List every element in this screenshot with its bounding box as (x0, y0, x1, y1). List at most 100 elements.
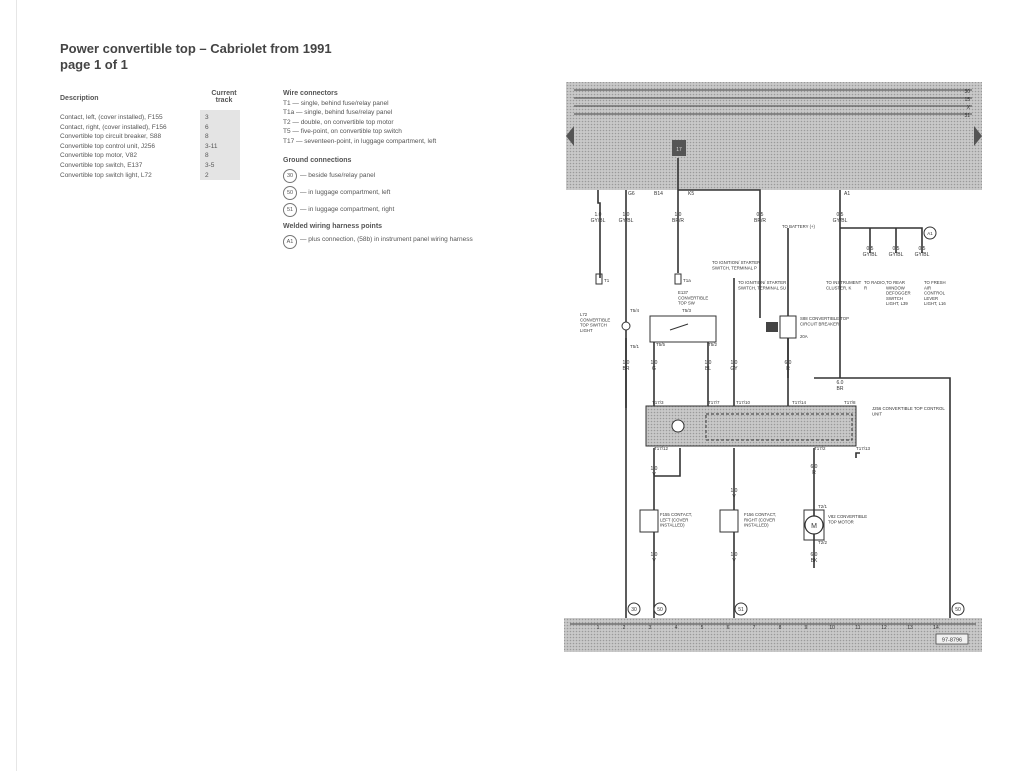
component-note: R (864, 285, 867, 290)
wire-label: BR/R (754, 218, 766, 224)
component-note: TOP SWITCH (580, 323, 607, 328)
connector-label: T17/10 (736, 400, 751, 405)
component-note: J256 CONVERTIBLE TOP CONTROL (872, 406, 945, 411)
component-note: WINDOW (886, 285, 906, 290)
bus-label: 30 (964, 89, 970, 95)
track-number: 6 (727, 625, 730, 631)
switch-contact (669, 323, 689, 331)
wire (855, 452, 860, 458)
component-note: TO BATTERY (+) (782, 224, 816, 229)
track-column-shade (200, 110, 240, 180)
wire-label: 0.5 (757, 212, 764, 218)
component-note: 20A (800, 334, 808, 339)
wire-connector-item: T1 — single, behind fuse/relay panel (283, 99, 389, 107)
component-note: TO INSTRUMENT (826, 280, 862, 285)
connector-label: T1 (604, 278, 610, 283)
wire-labels: 1.0GY/BL1.0GY/BL1.0BR/R0.5BR/R0.5GY/BL0.… (591, 212, 930, 564)
component-note: LIGHT (580, 328, 593, 333)
component-note: CLUSTER, K (826, 285, 851, 290)
wire-label: R (812, 470, 816, 476)
track-value: 3-5 (205, 161, 215, 169)
track-number: 9 (805, 625, 808, 631)
component-note: E137 (678, 290, 689, 295)
track-value: 2 (205, 171, 209, 179)
connector-label: T17/8 (844, 400, 856, 405)
ground-bar (564, 618, 982, 652)
component-notes: TO BATTERY (+) TO IGNITION/ STARTER SWITCH… (580, 224, 946, 528)
connector-label: T2/2 (818, 540, 828, 545)
page-edge (16, 0, 17, 771)
component-note: INSTALLED) (744, 523, 769, 528)
description-header: Description (60, 95, 99, 102)
diagram-id-box (935, 633, 969, 645)
component-note: UNIT (872, 411, 882, 416)
track-number: 5 (701, 625, 704, 631)
bus-label: 31 (964, 113, 970, 119)
wire-label: V (732, 494, 736, 500)
motor-housing (803, 509, 825, 541)
track-header-line-1: Current (211, 90, 237, 97)
wire-label: G (652, 366, 656, 372)
fuse-relay-panel (566, 82, 982, 190)
wire-label: 0.5 (867, 246, 874, 252)
wire-label: 6.0 (811, 552, 818, 558)
title-line-2: page 1 of 1 (60, 57, 128, 72)
weld-number: A1 (283, 234, 297, 249)
ground-marker (951, 602, 965, 616)
track-number: 12 (881, 625, 887, 631)
panel-terminal: B14 (654, 191, 663, 197)
wire-label: 1.0 (675, 212, 682, 218)
wire-label: 1.0 (623, 212, 630, 218)
wire-label: 1.0 (731, 488, 738, 494)
convertible-top-switch-e137 (649, 315, 717, 343)
wire-label: GY (730, 366, 738, 372)
component-row: Convertible top switch, E137 (60, 161, 143, 169)
connector-label: T1a (683, 278, 691, 283)
welded-header: Welded wiring harness points (283, 223, 383, 230)
connector-label: T17/13 (856, 446, 871, 451)
wire-connector-item: T5 — five-point, on convertible top swit… (283, 128, 402, 136)
wire-connector-item: T1a — single, behind fuse/relay panel (283, 109, 393, 117)
component-note: TO IGNITION/ STARTER (738, 280, 786, 285)
weld-text: — plus connection, (58b) in instrument p… (300, 235, 473, 243)
control-unit-inner (705, 413, 853, 441)
fuse-block (672, 140, 686, 156)
component-note: SWITCH (886, 296, 903, 301)
wire-label: GY/BL (833, 218, 848, 224)
ground-number: 30 (283, 168, 297, 183)
wire-label: GY/BL (591, 218, 606, 224)
title-line-1: Power convertible top – Cabriolet from 1… (60, 41, 332, 56)
connector-label: T5/4 (630, 308, 640, 313)
panel-terminal: K5 (688, 191, 694, 197)
wire-label: BL (705, 366, 711, 372)
motor-symbol: M (811, 523, 817, 530)
panel-arrow-right (974, 126, 982, 146)
wire-label: 1.0 (595, 212, 602, 218)
wire-label: GY/BL (863, 252, 878, 258)
connector-label: T17/14 (792, 400, 807, 405)
wire-label: 1.0 (731, 552, 738, 558)
diagram-id: 97-8796 (942, 638, 962, 644)
track-number: 4 (675, 625, 678, 631)
ground-item: 30 — beside fuse/relay panel (283, 168, 394, 183)
circuit-breaker-s88 (779, 315, 797, 339)
track-number: 7 (753, 625, 756, 631)
component-note: CONVERTIBLE (678, 295, 708, 300)
component-row: Convertible top switch light, L72 (60, 171, 152, 179)
wire-connectors: Wire connectors T1 — single, behind fuse… (283, 89, 436, 147)
panel-terminal: G6 (628, 191, 635, 197)
track-number: 8 (779, 625, 782, 631)
wire-label: 0.5 (837, 212, 844, 218)
ground-number: 51 (283, 202, 297, 217)
component-note: TO RADIO, (864, 280, 886, 285)
wire-label: V (732, 558, 736, 564)
wire-label: GY/BL (889, 252, 904, 258)
component-note: TOP MOTOR (828, 519, 854, 524)
track-number: 3 (649, 625, 652, 631)
wire-connectors-header: Wire connectors (283, 90, 338, 97)
connector-label: T17/2 (814, 446, 826, 451)
wire-connector-item: T2 — double, on convertible top motor (283, 118, 394, 126)
wire-label: 1.0 (651, 466, 658, 472)
component-note: TO IGNITION/ STARTER (712, 260, 760, 265)
